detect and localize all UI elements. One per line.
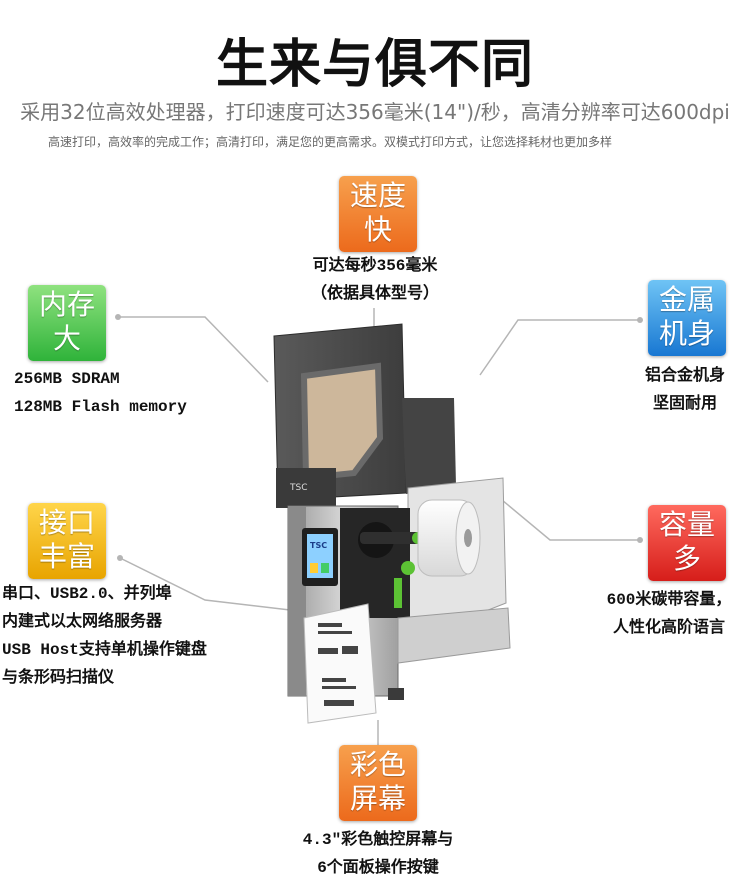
body-text: 铝合金机身 坚固耐用	[620, 362, 750, 418]
screen-text: 4.3″彩色触控屏幕与 6个面板操作按键	[268, 826, 488, 882]
body-badge-line1: 金属	[658, 283, 715, 316]
screen-badge-line1: 彩色	[349, 748, 406, 781]
ports-badge-line1: 接口	[38, 506, 95, 539]
capacity-badge-line2: 多	[672, 542, 701, 575]
capacity-text-line1: 600米碳带容量，	[606, 591, 732, 609]
ports-text-line4: 与条形码扫描仪	[2, 669, 115, 687]
memory-badge-line2: 大	[52, 322, 81, 355]
body-text-line1: 铝合金机身	[644, 367, 725, 385]
capacity-badge: 容量 多	[648, 505, 726, 581]
speed-text: 可达每秒356毫米 （依据具体型号）	[290, 252, 460, 308]
body-text-line2: 坚固耐用	[652, 395, 717, 413]
memory-badge: 内存 大	[28, 285, 106, 361]
speed-text-line1: 可达每秒356毫米	[312, 257, 438, 275]
ports-badge: 接口 丰富	[28, 503, 106, 579]
screen-text-line1: 4.3″彩色触控屏幕与	[302, 831, 454, 849]
page-subtitle: 采用32位高效处理器，打印速度可达356毫米(14")/秒，高清分辨率可达600…	[20, 100, 730, 124]
speed-badge-line1: 速度	[349, 179, 406, 212]
lid-mark: TSC	[289, 483, 308, 493]
memory-connector	[118, 316, 269, 383]
screen-badge: 彩色 屏幕	[339, 745, 417, 821]
body-badge: 金属 机身	[648, 280, 726, 356]
ports-connector	[119, 557, 291, 611]
page-title: 生来与俱不同	[215, 35, 534, 95]
screen-text-line2: 6个面板操作按键	[317, 859, 439, 877]
ports-text-line2: 内建式以太网络服务器	[2, 613, 163, 631]
ports-text-line3: USB Host支持单机操作键盘	[2, 641, 207, 659]
capacity-text-line2: 人性化高阶语言	[612, 619, 725, 637]
printer-image: TSC TSC	[273, 323, 511, 724]
ports-badge-line2: 丰富	[38, 540, 95, 573]
speed-badge-line2: 快	[363, 213, 392, 246]
body-badge-line2: 机身	[658, 317, 715, 350]
memory-text: 256MB SDRAM 128MB Flash memory	[14, 365, 187, 421]
screen-badge-line2: 屏幕	[349, 782, 406, 815]
speed-text-line2: （依据具体型号）	[310, 285, 439, 303]
body-connector	[479, 319, 640, 376]
ports-text: 串口、USB2.0、并列埠 内建式以太网络服务器 USB Host支持单机操作键…	[2, 580, 207, 692]
ports-text-line1: 串口、USB2.0、并列埠	[2, 585, 172, 603]
memory-text-line1: 256MB SDRAM	[14, 370, 120, 388]
memory-text-line2: 128MB Flash memory	[14, 398, 187, 416]
memory-badge-line1: 内存	[38, 288, 95, 321]
capacity-badge-line1: 容量	[658, 508, 715, 541]
capacity-text: 600米碳带容量， 人性化高阶语言	[588, 586, 750, 642]
brand-logo: TSC	[310, 541, 327, 550]
page-description: 高速打印，高效率的完成工作；高清打印，满足您的更高需求。双模式打印方式，让您选择…	[48, 135, 613, 149]
speed-badge: 速度 快	[339, 176, 417, 252]
